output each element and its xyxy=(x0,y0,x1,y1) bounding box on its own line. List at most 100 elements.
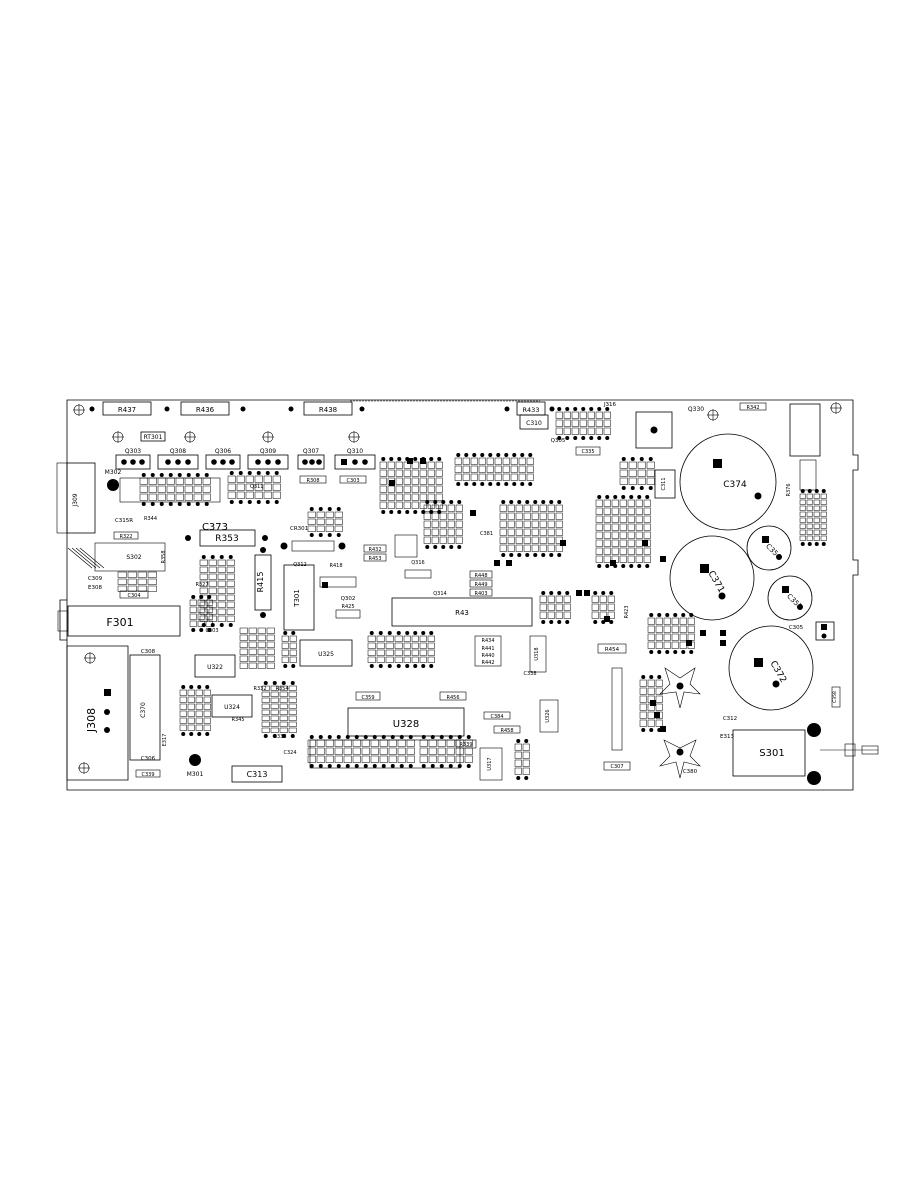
via-dot xyxy=(229,500,234,504)
smd-pad-outline xyxy=(288,691,297,697)
smd-pad-outline xyxy=(579,427,587,435)
via-dot xyxy=(439,735,444,739)
smd-pad-outline xyxy=(799,535,806,541)
via-dot xyxy=(381,457,386,461)
via-dot xyxy=(405,631,410,635)
smd-pad-outline xyxy=(799,505,806,511)
svg-text:CR301: CR301 xyxy=(290,526,308,532)
smd-pad-outline xyxy=(523,520,531,528)
smd-pad-outline xyxy=(454,457,462,465)
smd-pad-outline xyxy=(431,504,439,512)
via-dot xyxy=(496,482,501,486)
via-dot xyxy=(396,664,401,668)
smd-pad-outline xyxy=(591,603,599,611)
smd-pad-outline xyxy=(423,536,431,544)
via-dot xyxy=(168,502,173,506)
smd-pad-outline xyxy=(619,499,627,507)
smd-pad-outline xyxy=(217,594,226,601)
via-dot xyxy=(309,735,314,739)
smd-pad-outline xyxy=(316,739,325,747)
via-dot xyxy=(517,500,522,504)
smd-pad-outline xyxy=(639,695,647,703)
via-dot xyxy=(429,457,434,461)
square-pad xyxy=(506,560,512,566)
svg-text:R423: R423 xyxy=(624,605,630,618)
smd-pad-outline xyxy=(563,427,571,435)
via-dot xyxy=(605,436,610,440)
smd-pad-outline xyxy=(627,507,635,515)
via-dot xyxy=(228,555,233,559)
smd-pad-outline xyxy=(419,747,428,755)
smd-pad-outline xyxy=(587,419,595,427)
svg-text:F301: F301 xyxy=(106,616,133,629)
via-dot xyxy=(283,631,288,635)
via-dot xyxy=(397,457,402,461)
smd-pad-outline xyxy=(603,507,611,515)
left-connector-area: J309 M302 S302 C315R R322 C309 E308 C304 xyxy=(56,462,166,599)
smd-pad-outline xyxy=(281,649,289,656)
smd-pad-outline xyxy=(611,507,619,515)
smd-pad-outline xyxy=(245,491,254,499)
via-dot xyxy=(472,482,477,486)
smd-pad-outline xyxy=(411,649,419,656)
via-dot xyxy=(821,542,826,546)
smd-pad-outline xyxy=(455,504,463,512)
via-dot xyxy=(372,735,377,739)
smd-pad-outline xyxy=(571,419,579,427)
smd-pad-outline xyxy=(279,721,288,727)
smd-pad-outline xyxy=(419,477,427,485)
smd-pad-outline xyxy=(236,483,245,491)
smd-pad-outline xyxy=(270,697,279,703)
smd-pad-outline xyxy=(427,649,435,656)
smd-pad-outline xyxy=(431,528,439,536)
smd-pad-outline xyxy=(628,461,637,469)
smd-pad-outline xyxy=(179,724,187,731)
smd-pad-outline xyxy=(403,656,411,663)
smd-pad-outline xyxy=(199,615,208,622)
smd-pad-outline xyxy=(639,687,647,695)
smd-pad-outline xyxy=(799,517,806,523)
smd-pad-outline xyxy=(316,755,325,763)
smd-pad-outline xyxy=(217,580,226,587)
smd-pad-outline xyxy=(316,747,325,755)
smd-pad-outline xyxy=(447,520,455,528)
smd-pad-outline xyxy=(447,504,455,512)
smd-pad-outline xyxy=(427,477,435,485)
smd-pad-outline xyxy=(239,627,248,634)
smd-pad-outline xyxy=(591,595,599,603)
smd-pad-outline xyxy=(289,649,297,656)
via-dot xyxy=(673,650,678,654)
smd-pad-outline xyxy=(334,518,343,525)
via-dot xyxy=(525,500,530,504)
smd-pad-outline xyxy=(647,687,655,695)
smd-pad-outline xyxy=(655,633,663,641)
smd-pad-outline xyxy=(367,649,376,656)
via-dot xyxy=(541,620,546,624)
via-dot xyxy=(441,500,446,504)
smd-pad-outline xyxy=(455,528,463,536)
svg-text:R453: R453 xyxy=(368,556,381,562)
smd-pad-outline xyxy=(595,499,603,507)
via-dot xyxy=(630,486,635,490)
via-dot xyxy=(207,628,212,632)
smd-pad-outline xyxy=(266,627,275,634)
via-dot xyxy=(437,510,442,514)
via-dot xyxy=(421,735,426,739)
smd-pad-outline xyxy=(619,547,627,555)
via-dot xyxy=(265,471,270,475)
smd-pad-outline xyxy=(379,477,387,485)
smd-pad-outline xyxy=(435,461,443,469)
smd-pad-outline xyxy=(261,691,270,697)
smd-pad-outline xyxy=(266,662,275,669)
via-dot xyxy=(201,555,206,559)
square-pad xyxy=(660,556,666,562)
svg-text:E313: E313 xyxy=(720,734,734,740)
via-dot xyxy=(327,507,332,511)
via-dot xyxy=(593,620,598,624)
smd-pad-outline xyxy=(663,625,671,633)
smd-pad-outline xyxy=(187,689,195,696)
via-dot xyxy=(673,613,678,617)
smd-pad-outline xyxy=(343,755,352,763)
svg-text:Q305: Q305 xyxy=(551,438,566,444)
smd-pad-outline xyxy=(376,656,385,663)
